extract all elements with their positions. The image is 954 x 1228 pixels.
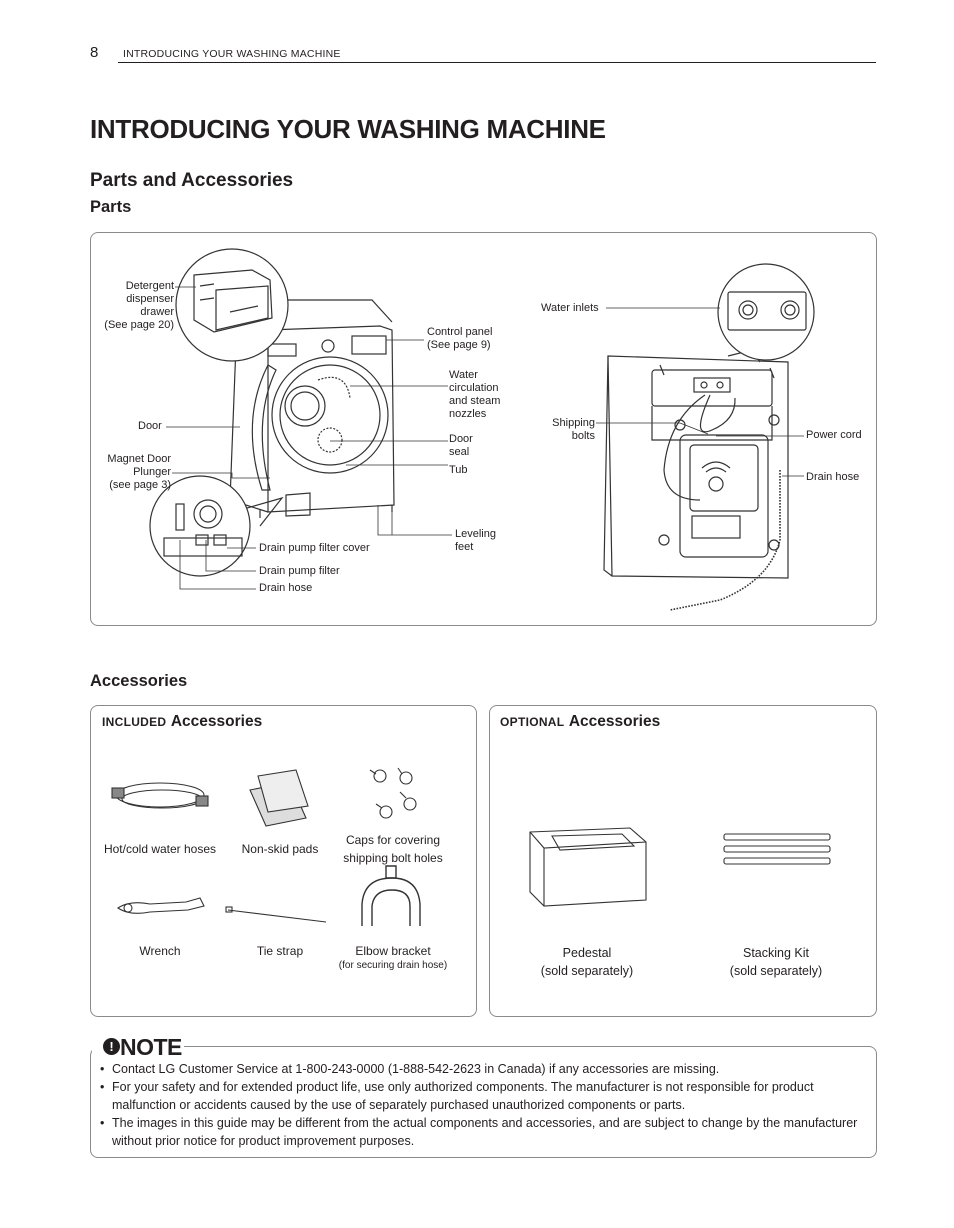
accessories-heading: Accessories — [90, 672, 188, 690]
note-item: The images in this guide may be differen… — [100, 1114, 860, 1150]
bolt-caps-icon — [369, 767, 417, 819]
optional-accessories-box — [489, 705, 877, 1017]
parts-diagram-box — [90, 232, 877, 626]
wrench-icon — [117, 897, 205, 914]
page-title: INTRODUCING YOUR WASHING MACHINE — [90, 114, 606, 144]
back-leader-lines — [596, 307, 804, 477]
parts-heading: Parts — [90, 198, 132, 216]
detergent-drawer-zoom — [175, 248, 289, 362]
tie-strap-icon — [225, 906, 327, 923]
label-pedestal: Pedestal (sold separately) — [540, 946, 634, 978]
note-box — [90, 1046, 877, 1158]
exclamation-icon: ! — [103, 1038, 120, 1055]
water-hoses-icon — [111, 782, 209, 809]
label-drain-pump-filter-cover: Drain pump filter cover — [259, 542, 370, 554]
optional-accessories-title: Optional Accessories — [500, 713, 661, 730]
back-washer-drawing — [603, 355, 789, 611]
label-stacking-kit: Stacking Kit (sold separately) — [729, 946, 823, 978]
running-header: INTRODUCING YOUR WASHING MACHINE — [123, 48, 341, 60]
non-skid-pads-icon — [249, 769, 309, 827]
stacking-kit-icon — [723, 833, 831, 865]
label-drain-hose-back: Drain hose — [806, 471, 860, 483]
pedestal-icon — [529, 827, 647, 907]
included-accessories-box — [90, 705, 477, 1017]
label-power-cord: Power cord — [806, 429, 862, 441]
section-title: Parts and Accessories — [90, 170, 294, 191]
label-water-inlets: Water inlets — [541, 302, 599, 314]
elbow-bracket-icon — [361, 865, 421, 926]
drain-filter-zoom — [149, 475, 284, 577]
label-bolt-caps: Caps for covering shipping bolt holes — [343, 833, 443, 865]
included-accessories-title: Included Accessories — [102, 713, 263, 730]
front-leader-lines — [166, 286, 452, 590]
label-wrench: Wrench — [139, 944, 181, 958]
page-number: 8 — [90, 44, 99, 61]
note-item: For your safety and for extended product… — [100, 1078, 860, 1114]
label-tub: Tub — [449, 464, 468, 476]
note-list: Contact LG Customer Service at 1-800-243… — [100, 1060, 860, 1150]
label-drain-hose-front: Drain hose — [259, 582, 313, 594]
note-item: Contact LG Customer Service at 1-800-243… — [100, 1060, 860, 1078]
label-elbow-bracket: Elbow bracket (for securing drain hose) — [338, 944, 448, 971]
header-rule — [118, 62, 876, 63]
label-non-skid-pads: Non-skid pads — [241, 842, 319, 856]
label-control-panel: Control panel(See page 9) — [427, 326, 493, 351]
label-drain-pump-filter: Drain pump filter — [259, 565, 340, 577]
note-title: NOTE — [120, 1034, 182, 1060]
label-tie-strap: Tie strap — [256, 944, 304, 958]
water-inlets-zoom — [717, 263, 815, 363]
label-door: Door — [138, 420, 162, 432]
label-water-hoses: Hot/cold water hoses — [103, 842, 217, 856]
